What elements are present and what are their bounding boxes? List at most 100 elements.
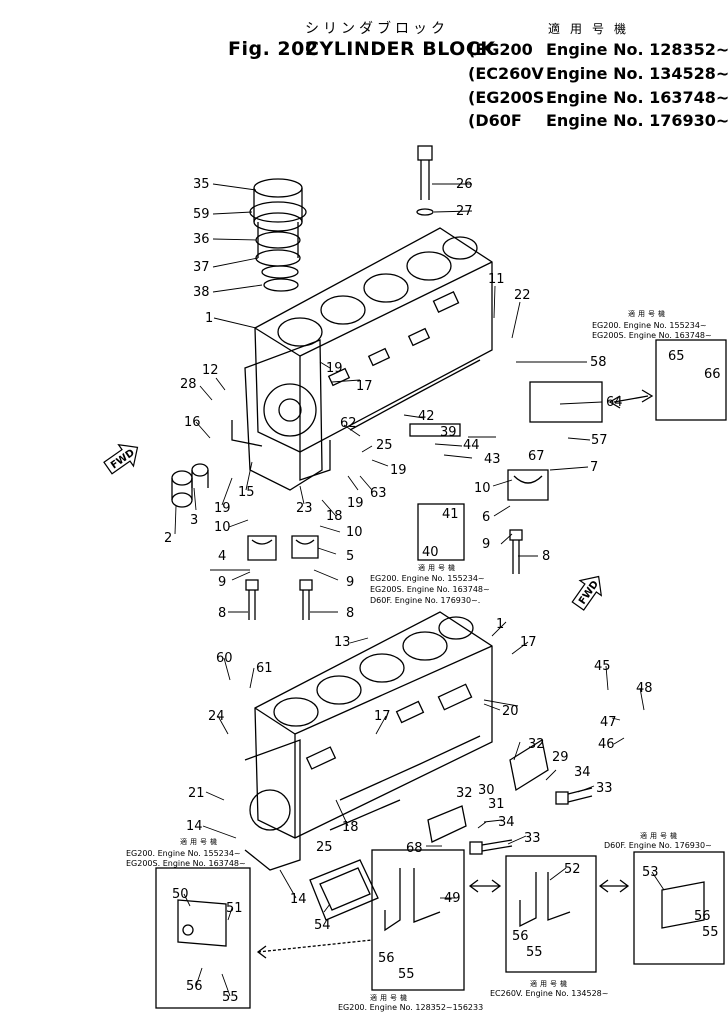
applicability-engine: Engine No. 163748~)	[546, 88, 728, 107]
part-number-label: 52	[564, 862, 581, 877]
part-number-label: 48	[636, 681, 653, 696]
part-number-label: 32	[456, 786, 473, 801]
part-number-label: 59	[193, 207, 210, 222]
part-number-label: 19	[214, 501, 231, 516]
part-number-label: 17	[356, 379, 373, 394]
part-number-label: 63	[370, 486, 387, 501]
part-number-label: 66	[704, 367, 721, 382]
cylinder-liner	[249, 178, 307, 292]
part-number-label: 29	[552, 750, 569, 765]
part-number-label: 64	[606, 395, 623, 410]
detail-box-49-56	[371, 849, 465, 991]
part-number-label: 18	[342, 820, 359, 835]
part-number-label: 28	[180, 377, 197, 392]
part-number-label: 16	[184, 415, 201, 430]
part-number-label: 42	[418, 409, 435, 424]
part-number-label: 15	[238, 485, 255, 500]
applicability-model: (EG200S	[468, 88, 545, 107]
part-number-label: 13	[334, 635, 351, 650]
note-50-51: 適用号機 EG200. Engine No. 155234~ EG200S. E…	[126, 837, 246, 868]
part-number-label: 33	[596, 781, 613, 796]
part-number-label: 44	[463, 438, 480, 453]
part-number-label: 5	[346, 549, 354, 564]
part-number-label: 30	[478, 783, 495, 798]
part-number-label: 34	[498, 815, 515, 830]
part-number-label: 56	[186, 979, 203, 994]
part-number-label: 17	[520, 635, 537, 650]
svg-text:D60F. Engine No. 176930~.: D60F. Engine No. 176930~.	[370, 596, 480, 605]
part-number-label: 31	[488, 797, 505, 812]
part-number-label: 2	[164, 531, 172, 546]
part-number-label: 8	[542, 549, 550, 564]
part-number-label: 19	[390, 463, 407, 478]
note-49: 適用号機 EG200. Engine No. 128352~156233	[338, 993, 483, 1012]
lower-cylinder-block	[244, 611, 493, 871]
part-number-label: 9	[218, 575, 226, 590]
detail-box-50-56	[155, 867, 251, 1009]
applicability-engine: Engine No. 176930~)	[546, 111, 728, 130]
part-number-label: 55	[222, 990, 239, 1005]
svg-text:適用号機: 適用号機	[180, 837, 220, 846]
note-52: 適用号機 EC260V. Engine No. 134528~	[490, 979, 608, 998]
part-number-label: 4	[218, 549, 226, 564]
svg-text:D60F. Engine No. 176930~: D60F. Engine No. 176930~	[604, 841, 712, 850]
fwd-arrow-upper: FWD	[103, 443, 139, 475]
part-number-label: 22	[514, 288, 531, 303]
part-number-label: 3	[190, 513, 198, 528]
part-number-label: 46	[598, 737, 615, 752]
part-number-label: 7	[590, 460, 598, 475]
detail-box-52-56	[505, 855, 597, 973]
part-number-label: 55	[398, 967, 415, 982]
part-number-label: 9	[482, 537, 490, 552]
part-number-label: 25	[316, 840, 333, 855]
note-53: 適用号機 D60F. Engine No. 176930~	[604, 831, 712, 850]
upper-cylinder-block	[231, 227, 493, 491]
part-number-label: 37	[193, 260, 210, 275]
svg-text:EG200. Engine No. 128352~1562: EG200. Engine No. 128352~156233	[338, 1003, 483, 1012]
part-number-label: 57	[591, 433, 608, 448]
japanese-title: シリンダブロック	[305, 21, 449, 37]
part-number-label: 27	[456, 204, 473, 219]
applicability-title: 適用号機	[548, 22, 637, 36]
applicability-model: (EG200	[468, 40, 533, 59]
part-number-label: 67	[528, 449, 545, 464]
part-number-label: 6	[482, 510, 490, 525]
part-number-label: 56	[512, 929, 529, 944]
part-number-label: 8	[346, 606, 354, 621]
part-number-label: 12	[202, 363, 219, 378]
svg-text:EG200. Engine No. 155234~: EG200. Engine No. 155234~	[592, 321, 707, 330]
part-number-label: 38	[193, 285, 210, 300]
part-number-label: 60	[216, 651, 233, 666]
applicability-model: (D60F	[468, 111, 522, 130]
part-number-label: 51	[226, 901, 243, 916]
part-number-label: 17	[374, 709, 391, 724]
part-number-label: 61	[256, 661, 273, 676]
svg-text:適用号機: 適用号機	[530, 979, 570, 988]
part-number-label: 56	[694, 909, 711, 924]
part-number-label: 23	[296, 501, 313, 516]
part-number-label: 1	[496, 617, 504, 632]
applicability-model: (EC260V	[468, 64, 544, 83]
part-number-label: 18	[326, 509, 343, 524]
svg-text:適用号機: 適用号機	[418, 563, 458, 572]
part-number-label: 45	[594, 659, 611, 674]
part-number-label: 39	[440, 425, 457, 440]
part-number-label: 62	[340, 416, 357, 431]
part-number-label: 9	[346, 575, 354, 590]
part-number-label: 8	[218, 606, 226, 621]
svg-text:適用号機: 適用号機	[370, 993, 410, 1002]
part-number-label: 58	[590, 355, 607, 370]
svg-text:EG200. Engine No. 155234~: EG200. Engine No. 155234~	[126, 849, 241, 858]
note-40-41: 適用号機 EG200. Engine No. 155234~ EG200S. E…	[370, 563, 490, 605]
svg-text:適用号機: 適用号機	[628, 309, 668, 318]
part-number-label: 36	[193, 232, 210, 247]
part-number-label: 34	[574, 765, 591, 780]
part-number-label: 49	[444, 891, 461, 906]
part-number-label: 35	[193, 177, 210, 192]
part-number-label: 55	[702, 925, 719, 940]
part-number-label: 41	[442, 507, 459, 522]
part-number-label: 24	[208, 709, 225, 724]
detail-box-65-66	[655, 339, 727, 421]
applicability-engine: Engine No. 134528~)	[546, 64, 728, 83]
